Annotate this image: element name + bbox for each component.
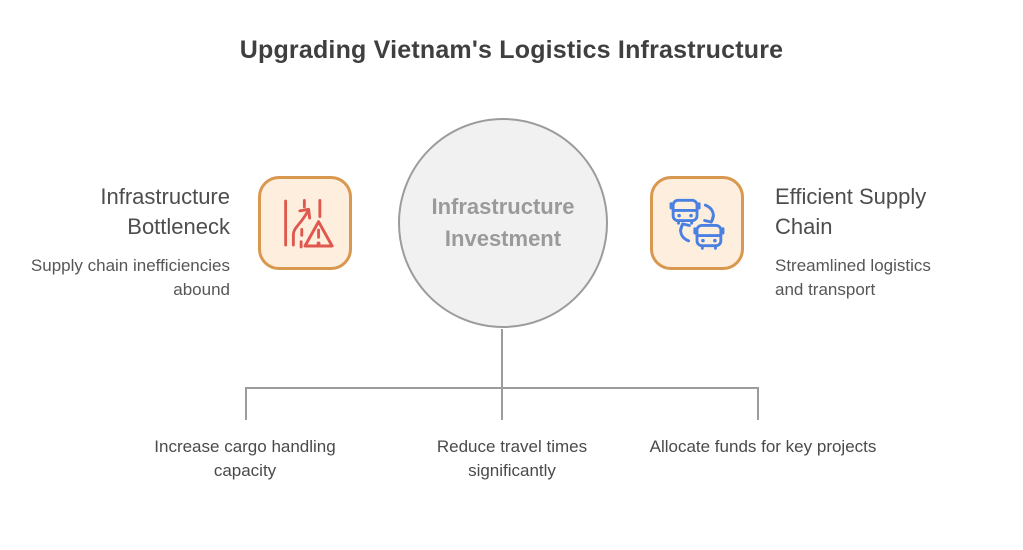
left-node-title: Infrastructure Bottleneck [100, 184, 230, 239]
connector-drop-left [245, 387, 247, 420]
left-node-description: Supply chain inefficiencies abound [30, 256, 230, 299]
road-merge-warning-icon [274, 192, 336, 254]
connector-drop-right [757, 387, 759, 420]
branch-label-increase-cargo: Increase cargo handling capacity [154, 437, 336, 480]
branch-label-reduce-travel: Reduce travel times significantly [436, 437, 588, 480]
bus-exchange-icon [666, 192, 728, 254]
right-node-description: Streamlined logistics and transport [775, 256, 931, 299]
connector-horizontal [245, 387, 759, 389]
right-node-icon-card [650, 176, 744, 270]
page-title: Upgrading Vietnam's Logistics Infrastruc… [239, 36, 784, 64]
center-node-label: Infrastructure Investment [431, 194, 575, 251]
center-node: Infrastructure Investment [398, 118, 608, 328]
right-node-title: Efficient Supply Chain [775, 184, 927, 239]
connector-stem [501, 329, 503, 420]
branch-label-allocate-funds: Allocate funds for key projects [649, 437, 877, 456]
left-node-icon-card [258, 176, 352, 270]
